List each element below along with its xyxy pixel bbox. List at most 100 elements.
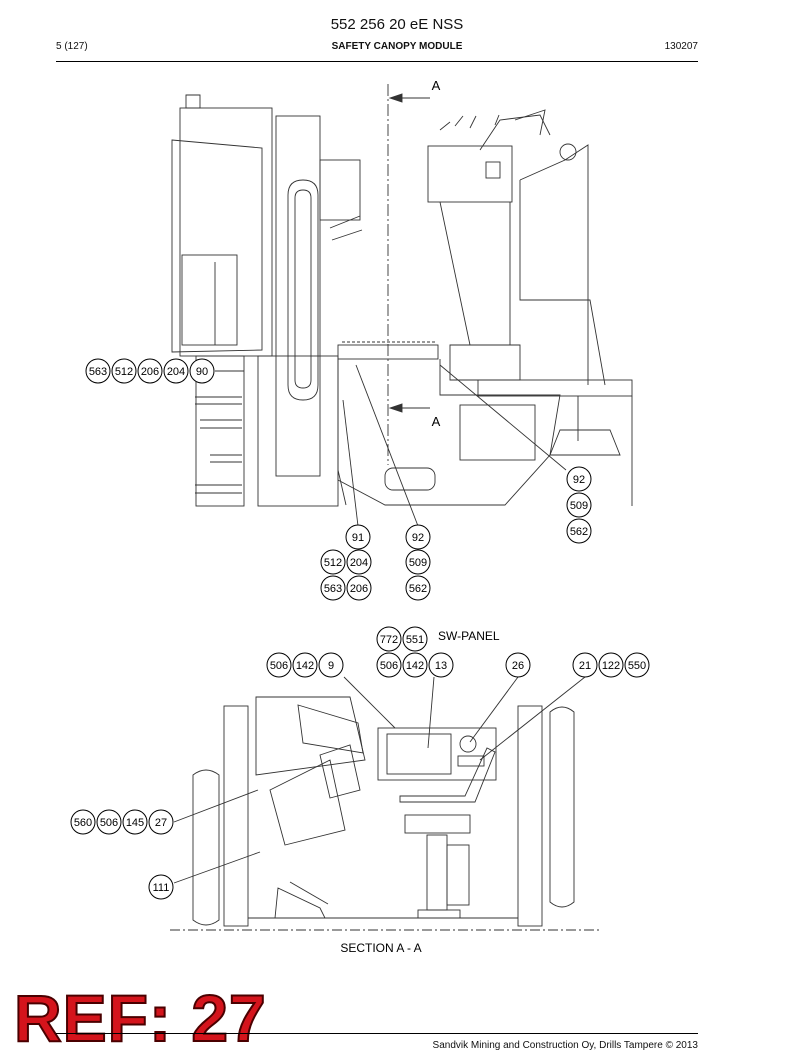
svg-text:111: 111	[153, 882, 170, 894]
document-title: 552 256 20 eE NSS	[330, 16, 464, 33]
callout: 145	[122, 809, 148, 835]
page-number: 5 (127)	[56, 41, 88, 52]
callout: 13	[428, 652, 454, 678]
callout: 509	[566, 492, 592, 518]
svg-text:509: 509	[570, 500, 588, 512]
svg-text:122: 122	[602, 660, 620, 672]
svg-text:550: 550	[628, 660, 646, 672]
svg-text:27: 27	[155, 817, 167, 829]
callout: 512	[111, 358, 137, 384]
left-cabin-frame	[171, 94, 363, 507]
svg-text:204: 204	[350, 557, 368, 569]
callout: 509	[405, 549, 431, 575]
svg-text:92: 92	[412, 532, 424, 544]
footer-copyright: Sandvik Mining and Construction Oy, Dril…	[432, 1040, 698, 1051]
ref-stamp: REF: 27	[13, 981, 267, 1055]
svg-text:506: 506	[270, 660, 288, 672]
leaders-bottom	[173, 676, 586, 884]
callout: 563	[320, 575, 346, 601]
callout-stack-bottom-a: 91 512 204 563 206	[320, 524, 372, 601]
svg-text:142: 142	[296, 660, 314, 672]
callout: 90	[189, 358, 215, 384]
leaders-top	[215, 364, 567, 527]
svg-text:206: 206	[350, 583, 368, 595]
floor-plate	[337, 341, 561, 506]
callout: 204	[163, 358, 189, 384]
svg-text:512: 512	[115, 366, 133, 378]
pedal-assembly	[274, 881, 329, 919]
svg-text:563: 563	[324, 583, 342, 595]
callout-group-left: 563 512 206 204 90	[85, 358, 215, 384]
callout: 206	[137, 358, 163, 384]
callout-111: 111	[148, 874, 174, 900]
section-arrow-top	[388, 93, 430, 103]
svg-text:512: 512	[324, 557, 342, 569]
module-title: SAFETY CANOPY MODULE	[331, 41, 463, 52]
callout: 21	[572, 652, 598, 678]
callout-stack-bottom-b: 92 509 562	[405, 524, 431, 601]
svg-text:21: 21	[579, 660, 591, 672]
callout: 27	[148, 809, 174, 835]
svg-text:772: 772	[380, 634, 398, 646]
svg-text:206: 206	[141, 366, 159, 378]
svg-text:560: 560	[74, 817, 92, 829]
callout-26: 26	[505, 652, 531, 678]
section-label-bottom: A	[432, 414, 441, 429]
callout: 512	[320, 549, 346, 575]
callout: 9	[318, 652, 344, 678]
console-pedestal	[427, 109, 551, 381]
callout: 551	[402, 626, 428, 652]
left-control-panel	[255, 696, 366, 846]
svg-text:92: 92	[573, 474, 585, 486]
callout: 91	[345, 524, 371, 550]
svg-text:26: 26	[512, 660, 524, 672]
callout: 206	[346, 575, 372, 601]
operator-seat	[399, 747, 496, 919]
section-title: SECTION A - A	[340, 941, 421, 955]
svg-text:551: 551	[406, 634, 424, 646]
section-arrow-bottom	[388, 403, 430, 413]
svg-text:509: 509	[409, 557, 427, 569]
svg-text:90: 90	[196, 366, 208, 378]
header-rule	[56, 61, 698, 62]
cabin-section-frame	[170, 705, 600, 931]
callout: 772	[376, 626, 402, 652]
callout: 92	[566, 466, 592, 492]
callout-group-panel-top: 772 551	[376, 626, 428, 652]
callout: 506	[96, 809, 122, 835]
svg-text:145: 145	[126, 817, 144, 829]
svg-text:563: 563	[89, 366, 107, 378]
callout: 204	[346, 549, 372, 575]
callout: 563	[85, 358, 111, 384]
right-frame	[477, 143, 633, 506]
callout: 562	[566, 518, 592, 544]
sw-panel-label: SW-PANEL	[438, 629, 500, 643]
callout: 142	[402, 652, 428, 678]
svg-text:91: 91	[352, 532, 364, 544]
callout: 92	[405, 524, 431, 550]
callout-group-13: 506 142 13	[376, 652, 454, 678]
callout: 560	[70, 809, 96, 835]
svg-text:9: 9	[328, 660, 334, 672]
callout: 122	[598, 652, 624, 678]
callout: 550	[624, 652, 650, 678]
svg-text:562: 562	[570, 526, 588, 538]
callout-stack-right: 92 509 562	[566, 466, 592, 544]
section-label-top: A	[432, 78, 441, 93]
footer-rule	[56, 1033, 698, 1034]
callout: 562	[405, 575, 431, 601]
svg-text:142: 142	[406, 660, 424, 672]
svg-text:506: 506	[100, 817, 118, 829]
svg-text:204: 204	[167, 366, 185, 378]
svg-text:506: 506	[380, 660, 398, 672]
callout: 506	[266, 652, 292, 678]
callout-group-9: 506 142 9	[266, 652, 344, 678]
svg-text:562: 562	[409, 583, 427, 595]
svg-text:13: 13	[435, 660, 447, 672]
callout-group-27: 560 506 145 27	[70, 809, 174, 835]
callout: 142	[292, 652, 318, 678]
callout: 506	[376, 652, 402, 678]
callout-group-21: 21 122 550	[572, 652, 650, 678]
document-code: 130207	[664, 41, 698, 52]
